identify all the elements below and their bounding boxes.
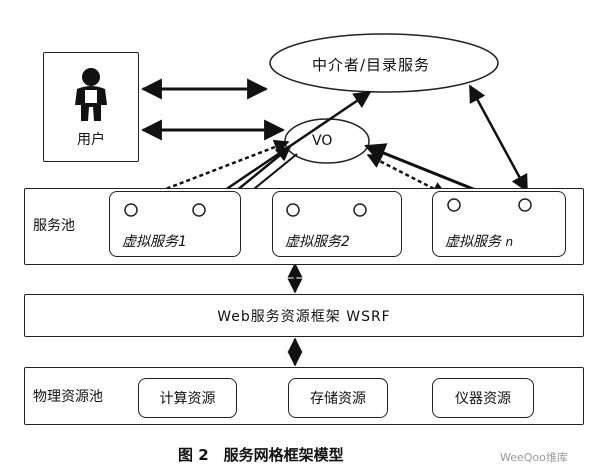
user-icon	[75, 68, 107, 121]
service2-port-left	[286, 203, 300, 217]
compute-resource-box: 计算资源	[138, 378, 237, 418]
storage-resource-label: 存储资源	[310, 391, 366, 407]
instrument-resource-box: 仪器资源	[432, 378, 534, 418]
service2-port-right	[353, 203, 367, 217]
watermark-logo: WeeQoo维库	[500, 451, 568, 464]
vo-label: VO	[312, 133, 333, 149]
broker-label: 中介者/目录服务	[312, 56, 431, 74]
user-box: 用户	[43, 52, 139, 162]
wsrf-box: Web服务资源框架 WSRF	[24, 294, 584, 337]
virtual-service-2-label: 虚拟服务2	[285, 234, 350, 250]
servicen-port-left	[447, 198, 461, 212]
compute-resource-label: 计算资源	[159, 391, 216, 407]
user-label: 用户	[77, 132, 105, 148]
service1-port-right	[192, 203, 206, 217]
service-pool-title: 服务池	[33, 218, 75, 234]
physical-pool-title: 物理资源池	[33, 389, 103, 405]
broker-ellipse	[269, 33, 499, 93]
wsrf-label: Web服务资源框架 WSRF	[217, 308, 391, 325]
storage-resource-box: 存储资源	[288, 378, 388, 418]
virtual-service-1	[109, 191, 241, 257]
servicen-port-right	[518, 198, 532, 212]
virtual-service-1-label: 虚拟服务1	[122, 234, 187, 250]
service1-port-left	[124, 203, 138, 217]
instrument-resource-label: 仪器资源	[455, 391, 511, 407]
figure-caption: 图 2 服务网格框架模型	[178, 446, 344, 464]
virtual-service-n-label: 虚拟服务 n	[445, 234, 514, 250]
virtual-service-2	[272, 191, 402, 257]
